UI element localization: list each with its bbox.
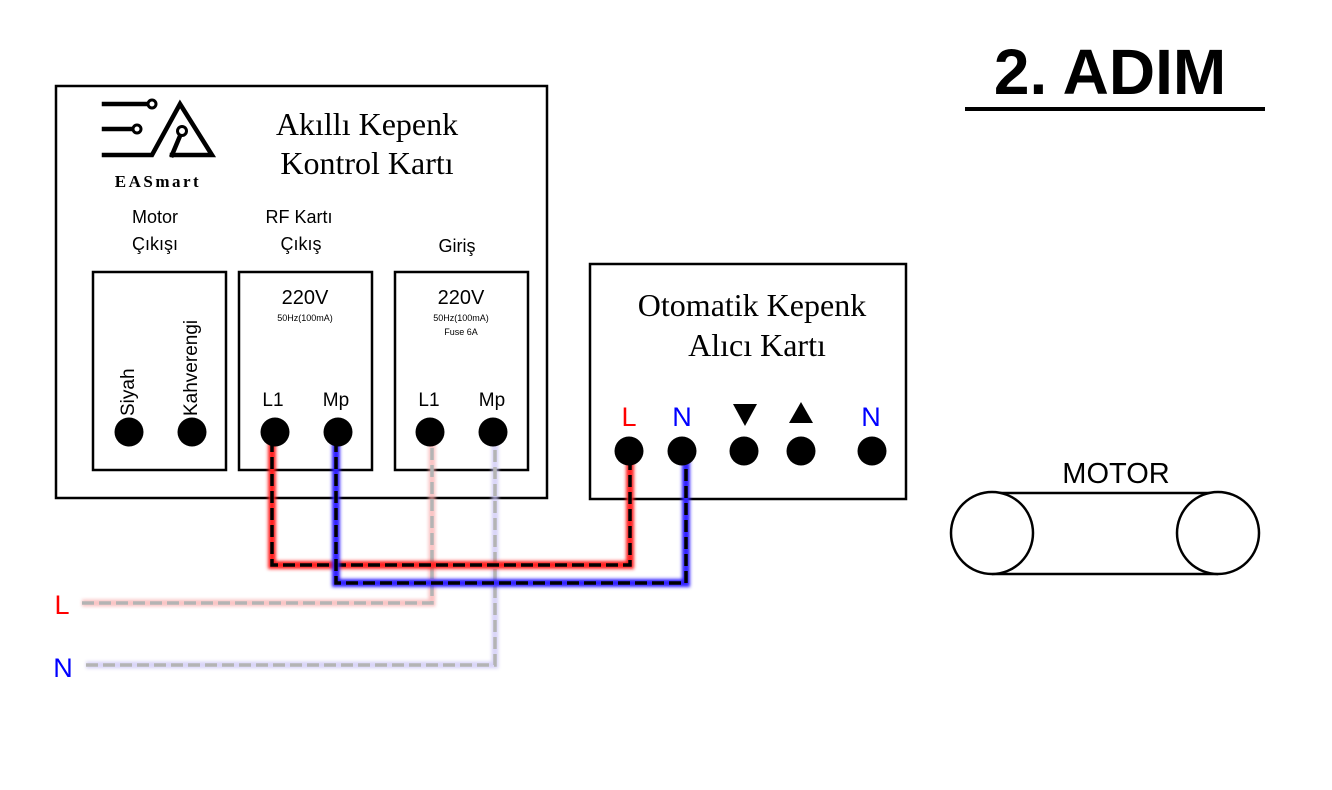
input-terminal-l1 [415, 417, 445, 447]
rf-output-label-line2: Çıkış [280, 234, 321, 254]
input-terminal-mp [478, 417, 508, 447]
neutral-wire-rf-to-receiver [332, 440, 690, 587]
control-card-title-line2: Kontrol Kartı [280, 145, 453, 181]
easmart-logo-icon [101, 98, 217, 158]
receiver-terminal-label-n: N [672, 402, 692, 432]
receiver-terminal-l [614, 436, 644, 466]
down-arrow-icon [733, 404, 757, 426]
terminal-label-siyah: Siyah [118, 368, 139, 416]
brand-name: EASmart [115, 172, 201, 191]
input-voltage: 220V [438, 287, 485, 309]
control-card-title-line1: Akıllı Kepenk [276, 106, 458, 142]
up-arrow-icon [789, 402, 813, 423]
rf-terminal-label-l1: L1 [262, 390, 283, 411]
rf-output-block: 220V 50Hz(100mA) L1 Mp [237, 270, 374, 472]
input-block: 220V 50Hz(100mA) Fuse 6A L1 Mp [393, 270, 530, 472]
control-card: EASmart Akıllı Kepenk Kontrol Kartı Moto… [54, 84, 549, 500]
terminal-siyah [114, 417, 144, 447]
receiver-terminal-n [667, 436, 697, 466]
motor-output-block: Siyah Kahverengi [91, 270, 228, 472]
receiver-terminal-n2 [857, 436, 887, 466]
mains-live-wire [82, 440, 436, 607]
rf-terminal-label-mp: Mp [323, 390, 349, 411]
step-title: 2. ADIM [994, 36, 1226, 108]
live-wire-rf-to-receiver [268, 440, 634, 569]
motor-output-label-line2: Çıkışı [132, 234, 178, 254]
terminal-kahverengi [177, 417, 207, 447]
input-fuse: Fuse 6A [444, 327, 478, 337]
mains-neutral-wire [86, 440, 499, 669]
rf-terminal-mp [323, 417, 353, 447]
rf-terminal-l1 [260, 417, 290, 447]
receiver-terminal-label-l: L [621, 402, 636, 432]
receiver-card-title-line1: Otomatik Kepenk [638, 287, 866, 323]
input-label: Giriş [439, 236, 476, 256]
receiver-terminal-down [729, 436, 759, 466]
rf-voltage: 220V [282, 287, 329, 309]
input-spec: 50Hz(100mA) [433, 313, 489, 323]
rf-output-label-line1: RF Kartı [265, 207, 332, 227]
motor-icon [949, 490, 1261, 576]
rf-spec: 50Hz(100mA) [277, 313, 333, 323]
terminal-label-kahverengi: Kahverengi [181, 320, 202, 416]
wires [82, 440, 690, 669]
input-terminal-label-mp: Mp [479, 390, 505, 411]
motor-output-label-line1: Motor [132, 207, 178, 227]
receiver-terminal-label-n2: N [861, 402, 881, 432]
input-terminal-label-l1: L1 [418, 390, 439, 411]
mains-neutral-label: N [53, 653, 73, 683]
motor-label: MOTOR [1062, 458, 1169, 490]
receiver-terminal-up [786, 436, 816, 466]
receiver-card-title-line2: Alıcı Kartı [688, 327, 826, 363]
mains-live-label: L [54, 590, 69, 620]
